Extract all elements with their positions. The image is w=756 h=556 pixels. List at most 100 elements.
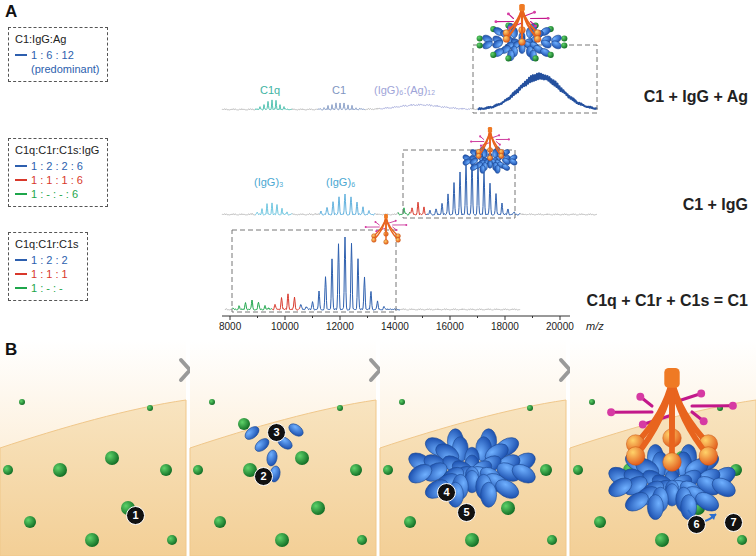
c1q-head <box>534 36 541 43</box>
spectrum-trace <box>255 203 292 215</box>
c1rs-domain <box>607 408 615 416</box>
antigen-dot <box>561 42 567 48</box>
antigen-dot <box>337 405 343 411</box>
c1q-stalk <box>521 9 523 42</box>
c1rs-arm <box>471 141 484 142</box>
igg-domain <box>488 161 493 168</box>
c1rs-domain <box>729 402 737 410</box>
antigen-dot <box>3 465 13 475</box>
igg-domain <box>462 158 472 167</box>
axis-tick <box>230 316 231 320</box>
line-sample <box>15 259 27 261</box>
c1rs-arm <box>366 227 380 228</box>
callout-number: 7 <box>724 513 743 532</box>
igg-domain <box>481 39 494 50</box>
legend-row: 1 : 1 : 1 : 6 <box>15 173 99 187</box>
antigen-dot <box>547 535 557 545</box>
antigen-dot <box>540 464 552 476</box>
c1rs-domain <box>507 12 510 15</box>
igg-domain <box>287 421 306 438</box>
c1q-head <box>396 238 401 243</box>
c1q-head <box>699 447 717 465</box>
antigen-dot <box>383 465 393 475</box>
antigen-dot <box>527 405 533 411</box>
igg-domain <box>266 449 279 466</box>
antigen-dot <box>19 399 25 405</box>
c1q-stalk <box>479 131 490 156</box>
ratio-text: 1 : - : - <box>31 281 63 295</box>
spectrum-trace <box>292 109 318 110</box>
antigen-dot <box>477 35 483 41</box>
antigen-dot <box>214 516 226 528</box>
step-chevron <box>181 360 190 380</box>
legend-row: C1:IgG:Ag <box>15 32 99 46</box>
axis-tick <box>312 316 313 318</box>
c1q-stalk <box>386 217 398 240</box>
c1rs-arm <box>375 222 379 225</box>
antigen-dot <box>209 399 215 405</box>
igg-domain <box>550 39 563 50</box>
antigen-dot <box>490 52 496 58</box>
line-sample <box>15 287 27 289</box>
callout-number: 1 <box>126 506 145 525</box>
ratio-text: 1 : - : - : 6 <box>31 187 78 201</box>
c1rs-arm <box>496 21 514 22</box>
axis-tick-label: 16000 <box>436 321 464 333</box>
axis-tick <box>257 316 258 318</box>
callout-number: 2 <box>254 467 273 486</box>
axis-tick <box>477 316 478 318</box>
legend-row: C1q:C1r:C1s <box>15 237 79 251</box>
spectrum-trace <box>292 213 320 215</box>
spectrum-trace <box>225 308 232 310</box>
axis-tick-label: 12000 <box>326 321 354 333</box>
antigen-dot <box>295 451 309 465</box>
c1rs-arm <box>692 404 733 407</box>
c1rs-domain <box>498 134 500 136</box>
axis-tick <box>367 316 368 318</box>
line-sample <box>15 179 27 181</box>
spectrum-trace <box>300 237 400 310</box>
axis-tick-label: 8000 <box>219 321 241 333</box>
antigen-dot <box>594 516 606 528</box>
spectrum-trace <box>398 208 410 215</box>
spectrum-trace <box>320 194 375 215</box>
c1rs-domain <box>547 17 550 20</box>
antigen-dot <box>573 465 583 475</box>
igg-domain <box>647 495 663 520</box>
igg-domain <box>692 489 722 515</box>
axis-tick <box>340 316 341 320</box>
antigen-dot <box>193 465 203 475</box>
species-label: (IgG)₃ <box>254 176 284 189</box>
axis-line <box>222 316 570 317</box>
c1rs-arm <box>496 139 509 140</box>
c1q-stalk <box>490 131 501 156</box>
condition-label: C1q + C1r + C1s = C1 <box>587 292 748 310</box>
panel-label: B <box>5 340 17 360</box>
zoom-box <box>403 150 515 218</box>
c1rs-domain <box>374 221 376 223</box>
legend-row: 1 : 6 : 12 <box>15 48 99 62</box>
axis-tick <box>395 316 396 320</box>
line-sample <box>15 54 27 56</box>
axis-tick <box>505 316 506 320</box>
c1rs-arm <box>531 18 549 19</box>
callout-number: 4 <box>437 483 456 502</box>
species-label: C1 <box>332 84 346 97</box>
c1rs-domain <box>700 417 708 425</box>
callout-number: 3 <box>267 423 286 442</box>
ratio-text: 1 : 1 : 1 <box>31 267 68 281</box>
c1q-head <box>476 153 481 158</box>
c1q-stalk <box>672 381 708 456</box>
c1q-head <box>372 238 377 243</box>
antigen-dot <box>167 535 177 545</box>
igg-domain <box>495 165 500 173</box>
callout-number: 5 <box>457 503 476 522</box>
species-label: (IgG)₆:(Ag)₁₂ <box>374 84 435 97</box>
antigen-dot <box>160 464 172 476</box>
callout-number: 6 <box>687 515 706 534</box>
spectrum-trace <box>426 159 520 215</box>
legend-row: 1 : - : - : 6 <box>15 187 99 201</box>
axis-tick <box>422 316 423 318</box>
c1rs-domain <box>697 390 705 398</box>
